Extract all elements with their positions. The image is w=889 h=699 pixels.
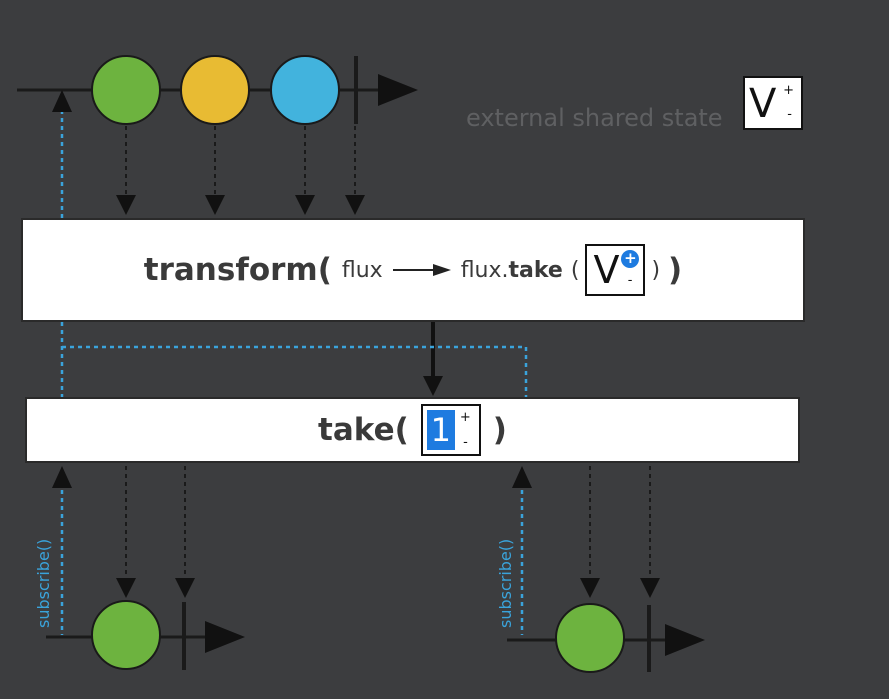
transform-to-take-arrowhead	[423, 376, 443, 396]
close-paren: )	[668, 252, 683, 288]
source-to-transform-arrow-2-head	[205, 195, 225, 215]
subscribe-up-arrow-right	[512, 466, 532, 488]
source-marble-green	[91, 55, 161, 125]
subscribe-up-arrow-source	[52, 90, 72, 112]
take-count-value: 1	[426, 410, 455, 450]
flux-input-label: flux	[341, 257, 383, 283]
right-arrow-icon	[392, 264, 451, 276]
external-state-variable-box: V + -	[743, 76, 803, 130]
flux-output-prefix: flux.	[460, 257, 509, 283]
close-paren: )	[492, 412, 507, 448]
subscribe-label-right: subscribe()	[496, 538, 515, 628]
close-inner-paren: )	[651, 257, 661, 283]
source-to-transform-arrow-4-head	[345, 195, 365, 215]
take-to-subscriber1-arrow-1-head	[116, 578, 136, 598]
minus-icon: -	[787, 107, 792, 122]
transform-keyword: transform(	[143, 252, 332, 288]
take-method-label: take	[508, 257, 563, 283]
source-to-transform-arrow-1-head	[116, 195, 136, 215]
variable-letter: V	[749, 81, 777, 127]
source-marble-blue	[270, 55, 340, 125]
plus-icon: +	[621, 250, 640, 268]
source-to-transform-arrow-3-head	[295, 195, 315, 215]
subscriber1-timeline-arrowhead	[205, 621, 245, 653]
source-timeline-arrowhead	[378, 74, 418, 106]
subscribe-up-arrow-left	[52, 466, 72, 488]
subscriber1-marble-green	[91, 600, 161, 670]
plus-icon: +	[459, 410, 471, 425]
take-count-input: 1 + -	[420, 404, 481, 456]
external-shared-state-label: external shared state	[466, 104, 723, 132]
transform-operator-box: transform( flux flux. take ( V + - ) )	[21, 218, 805, 322]
take-keyword: take(	[318, 412, 409, 448]
subscriber2-marble-green	[555, 603, 625, 673]
subscribe-label-left: subscribe()	[34, 538, 53, 628]
plus-icon: +	[783, 83, 794, 98]
minus-icon: -	[627, 273, 633, 288]
variable-letter: V	[593, 248, 620, 292]
source-marble-yellow	[180, 55, 250, 125]
take-operator-box: take( 1 + - )	[25, 397, 800, 463]
take-to-subscriber2-arrow-2-head	[640, 578, 660, 598]
take-to-subscriber1-arrow-2-head	[175, 578, 195, 598]
subscriber2-timeline-arrowhead	[665, 624, 705, 656]
variable-input-box: V + -	[585, 244, 646, 296]
open-paren: (	[570, 257, 580, 283]
minus-icon: -	[463, 435, 468, 450]
take-to-subscriber2-arrow-1-head	[580, 578, 600, 598]
